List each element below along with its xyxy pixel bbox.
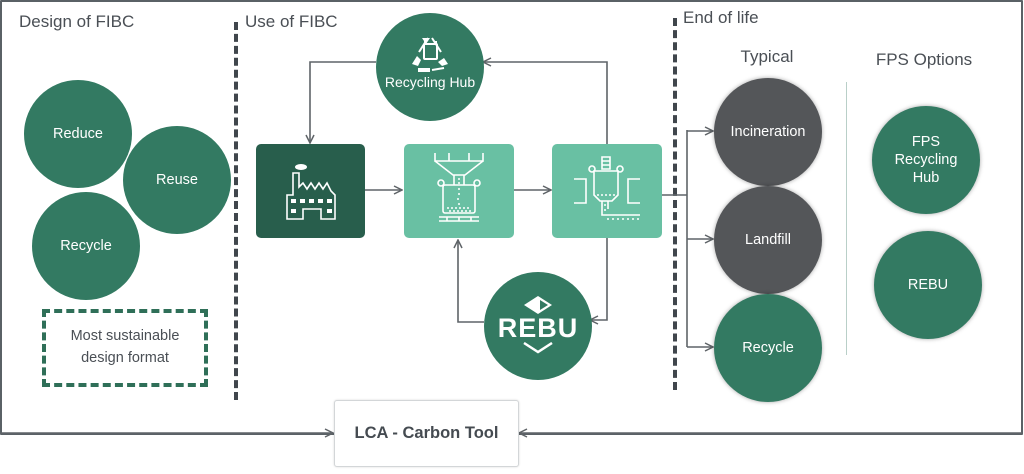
- fps-divider: [846, 82, 847, 355]
- recycle-bag-icon: [412, 37, 448, 73]
- arrow-discharge-to-hub: [483, 62, 608, 144]
- eol-circle-landfill: Landfill: [714, 186, 822, 294]
- separator-design-use: [234, 22, 238, 400]
- rebu-chevron-icon: [523, 341, 553, 353]
- design-note: Most sustainable design format: [42, 309, 208, 387]
- arrow-rebu-to-filling: [458, 240, 484, 323]
- typical-title: Typical: [740, 47, 794, 66]
- reduce-label: Reduce: [53, 125, 103, 142]
- rebu-cube-icon: [524, 295, 552, 314]
- fps-rebu-label: REBU: [907, 276, 949, 293]
- filling-station-icon: [434, 153, 484, 222]
- design-circle-reduce: Reduce: [24, 80, 132, 188]
- eol-circle-recycle: Recycle: [714, 294, 822, 402]
- fps-circle-recycling-hub: FPS Recycling Hub: [872, 106, 980, 214]
- lca-label: LCA - Carbon Tool: [354, 424, 499, 442]
- design-note-text: Most sustainable design format: [70, 328, 180, 366]
- step-box-factory: [256, 144, 365, 238]
- section-title-design: Design of FIBC: [19, 12, 135, 31]
- step-box-filling: [404, 144, 514, 238]
- discharge-station-icon: [574, 156, 640, 220]
- design-circle-reuse: Reuse: [123, 126, 231, 234]
- step-box-discharge: [552, 144, 662, 238]
- eol-circle-incineration: Incineration: [714, 78, 822, 186]
- section-title-end-of-life: End of life: [683, 8, 759, 27]
- eol-recycle-label: Recycle: [742, 339, 794, 356]
- arrow-hub-to-factory: [310, 61, 376, 143]
- incineration-label: Incineration: [730, 123, 806, 140]
- lca-carbon-tool-box: LCA - Carbon Tool: [334, 400, 519, 467]
- separator-use-end: [673, 18, 677, 390]
- recycle-label: Recycle: [60, 237, 112, 254]
- fps-recycling-hub-label: FPS Recycling Hub: [894, 133, 958, 187]
- design-circle-recycle: Recycle: [32, 192, 140, 300]
- factory-icon: [285, 164, 336, 220]
- recycling-hub-circle: Recycling Hub: [376, 13, 484, 121]
- arrow-discharge-to-rebu: [590, 237, 608, 320]
- section-title-use: Use of FIBC: [245, 12, 338, 31]
- rebu-logo-text: REBU: [497, 312, 579, 343]
- rebu-circle: REBU: [484, 272, 592, 380]
- fps-options-title: FPS Options: [875, 50, 973, 69]
- recycling-hub-label: Recycling Hub: [384, 74, 476, 91]
- reuse-label: Reuse: [156, 171, 198, 188]
- landfill-label: Landfill: [745, 231, 791, 248]
- fps-circle-rebu: REBU: [874, 231, 982, 339]
